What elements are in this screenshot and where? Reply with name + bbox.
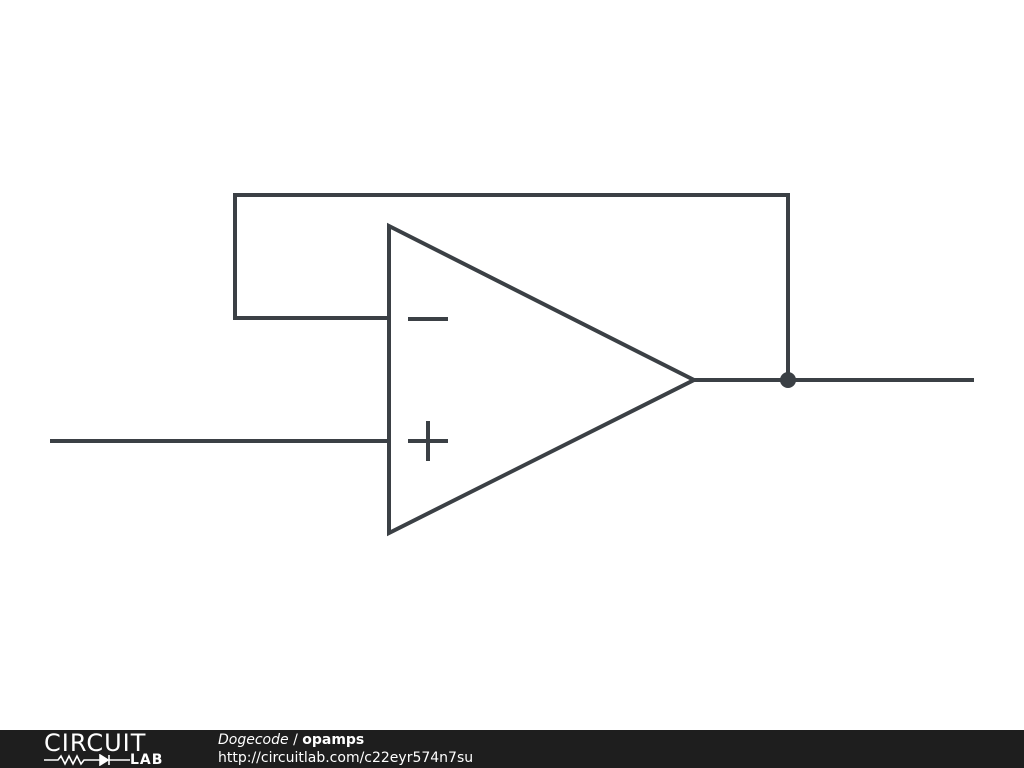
- circuit-title: Dogecode / opamps: [218, 731, 364, 749]
- logo-word-lab: LAB: [130, 752, 164, 768]
- author-link[interactable]: Dogecode: [218, 732, 289, 748]
- junction-dot: [780, 372, 796, 388]
- circuit-schematic: [50, 193, 974, 537]
- opamp-triangle: [387, 222, 699, 537]
- circuit-name-link[interactable]: opamps: [302, 732, 365, 748]
- circuitlab-logo[interactable]: CIRCUIT LAB: [44, 729, 176, 768]
- resistor-diode-icon: [44, 754, 130, 766]
- feedback-wire: [233, 193, 790, 380]
- plus-symbol: [408, 421, 448, 461]
- logo-word-circuit: CIRCUIT: [44, 729, 147, 757]
- title-separator: /: [293, 732, 298, 748]
- footer-bar: CIRCUIT LAB Dogecode / opamps http://cir…: [0, 730, 1024, 768]
- circuit-url-link[interactable]: http://circuitlab.com/c22eyr574n7su: [218, 750, 474, 766]
